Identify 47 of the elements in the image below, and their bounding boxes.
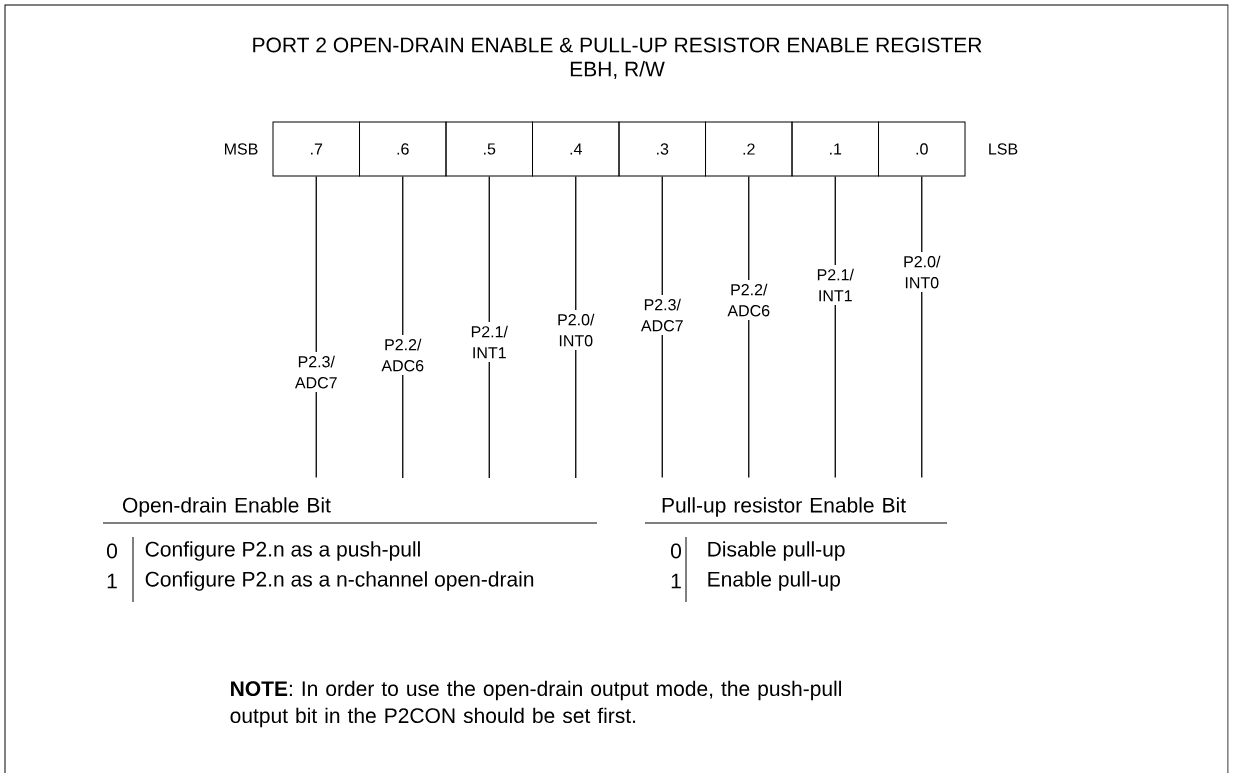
register-bit-cell: .0 — [878, 121, 966, 177]
bit-value: 0 — [107, 543, 117, 559]
msb-label: MSB — [225, 143, 258, 155]
register-info: EBH, R/W — [570, 61, 665, 79]
connector-line — [748, 319, 750, 479]
bit-value: 1 — [671, 573, 681, 589]
connector-line — [315, 175, 317, 353]
signal-label: P2.1/ INT1 — [817, 268, 854, 302]
connector-line — [315, 391, 317, 479]
signal-label: P2.2/ ADC6 — [381, 338, 424, 372]
signal-label: P2.0/ INT0 — [904, 255, 941, 289]
register-bit-cell: .3 — [618, 121, 706, 177]
connector-line — [748, 175, 750, 281]
connector-line — [834, 175, 836, 266]
connector-line — [661, 334, 663, 479]
signal-label: P2.3/ ADC7 — [640, 298, 683, 332]
note-text: NOTE: In order to use the open-drain output mode, the push-pull output bit in the P2CON should be set first. — [230, 680, 841, 728]
register-bit-cell: .4 — [532, 121, 620, 177]
description-text: Configure P2.n as a n-channel open-drain — [145, 571, 534, 591]
title-text: PORT 2 OPEN-DRAIN ENABLE & PULL-UP RESISTOR ENABLE REGISTER — [253, 37, 982, 53]
connector-line — [921, 291, 923, 479]
bit-value: 0 — [671, 543, 681, 559]
description-text: Enable pull-up — [708, 571, 840, 591]
register-bit-cell: .6 — [359, 121, 447, 177]
connector-line — [488, 175, 490, 323]
connector-line — [575, 175, 577, 311]
description-text: Disable pull-up — [708, 541, 845, 561]
connector-line — [402, 374, 404, 479]
connector-line — [402, 175, 404, 336]
register-bit-cell: .5 — [445, 121, 533, 177]
section-heading: Open-drain Enable Bit — [123, 497, 331, 517]
signal-label: P2.3/ ADC7 — [294, 355, 337, 389]
connector-line — [834, 304, 836, 479]
description-text: Configure P2.n as a push-pull — [145, 541, 420, 561]
bit-value: 1 — [107, 573, 117, 589]
connector-line — [575, 349, 577, 479]
connector-line — [661, 175, 663, 296]
signal-label: P2.0/ INT0 — [558, 313, 595, 347]
lsb-label: LSB — [989, 143, 1018, 155]
connector-line — [921, 175, 923, 253]
connector-line — [488, 361, 490, 479]
signal-label: P2.1/ INT1 — [471, 325, 508, 359]
register-bit-cell: .2 — [705, 121, 793, 177]
signal-label: P2.2/ ADC6 — [727, 283, 770, 317]
register-bit-cell: .1 — [791, 121, 879, 177]
register-bit-cell: .7 — [272, 121, 360, 177]
section-heading: Pull-up resistor Enable Bit — [662, 497, 906, 517]
